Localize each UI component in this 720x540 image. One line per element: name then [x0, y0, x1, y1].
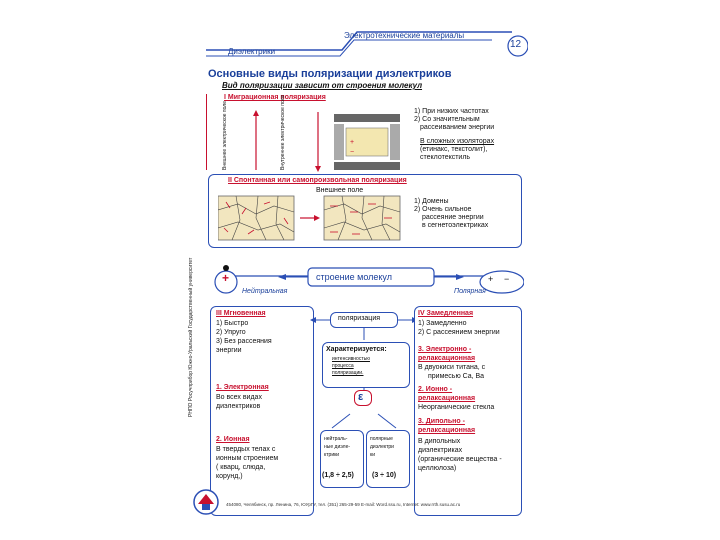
epsilon-symbol: ε [358, 391, 364, 403]
spontaneous-heading: II Спонтанная или самопроизвольная поляр… [228, 177, 407, 184]
instant-box [210, 306, 314, 516]
sidebar-text: РНПО Росучприбор Южно-Уральский Государс… [188, 257, 194, 417]
electron-text-1: Во всех видах [216, 394, 262, 401]
neutral-box-2: ные диэле- [324, 444, 351, 450]
neutral-box-3: ктрики [324, 452, 340, 458]
dipole-relax-text-3: (органические вещества - [418, 456, 502, 463]
neutral-box-1: нейтраль- [324, 436, 348, 442]
minus-sign-polar: − [504, 274, 510, 284]
svg-text:−: − [350, 149, 354, 156]
dipole-relax-heading-1: 3. Дипольно - [418, 418, 465, 425]
polarization-box [330, 312, 398, 328]
footer-address: 454080, Челябинск, пр. Ленина, 76, ЮУрГУ… [226, 502, 461, 507]
char-text-2: процесса [332, 363, 354, 369]
migration-diagram [253, 110, 321, 172]
electron-relax-heading-2: релаксационная [418, 355, 476, 362]
dipole-relax-text-4: целлюлоза) [418, 465, 457, 472]
polar-box-2: диэлектри [370, 444, 394, 450]
polar-box-1: полярные [370, 436, 393, 442]
molecule-bar [214, 265, 524, 294]
poster-page: Электротехнические материалы 12 Диэлектр… [188, 22, 528, 518]
page-title: Основные виды поляризации диэлектриков [208, 68, 452, 80]
electron-relax-text-1: В двуокиси титана, с [418, 364, 486, 371]
ion-relax-heading-2: релаксационная [418, 395, 476, 402]
external-field-label: Внешнее электрическое поле [222, 100, 228, 170]
ion-text-1: В твердых телах с [216, 446, 276, 453]
molecules-title: строение молекул [316, 272, 392, 282]
electron-relax-text-2: примесью Ca, Ba [428, 373, 485, 380]
char-text-3: поляризации. [332, 370, 364, 376]
field-label: Внешнее поле [316, 187, 364, 194]
ion-text-2: ионным строением [216, 455, 279, 462]
university-logo [193, 489, 219, 515]
capacitor-icon: + − [334, 114, 400, 170]
internal-field-label: Внутреннее электрическое поле [280, 94, 286, 170]
banner-title: Электротехнические материалы [344, 31, 465, 40]
neutral-range: (1,8 ÷ 2,5) [322, 472, 354, 479]
delayed-prop-1: 1) Замедленно [418, 320, 467, 327]
dipole-relax-text-1: В дипольных [418, 438, 461, 445]
electron-relax-heading-1: 3. Электронно - [418, 346, 472, 353]
polarization-label: поляризация [338, 315, 381, 322]
svg-text:+: + [350, 139, 354, 146]
dipole-relax-text-2: диэлектриках [418, 447, 463, 454]
epsilon-box [354, 390, 372, 406]
electron-heading: 1. Электронная [216, 384, 269, 391]
domains-diagram [218, 195, 401, 241]
ion-relax-heading-1: 2. Ионно - [418, 386, 453, 393]
delayed-prop-2: 2) С рассеянием энергии [418, 329, 500, 336]
delayed-box [414, 306, 522, 516]
electron-text-2: диэлектриков [216, 403, 261, 410]
migration-heading: I Миграционная поляризация [224, 94, 326, 101]
char-text-1: интенсивностью [332, 356, 370, 362]
characterized-box [322, 342, 410, 388]
instant-heading: III Мгновенная [216, 310, 266, 317]
dipole-relax-heading-2: релаксационная [418, 427, 476, 434]
neutral-dielectric-box [320, 430, 364, 488]
ion-text-3: ( кварц, слюда, [216, 464, 266, 471]
neutral-label: Нейтральная [242, 288, 288, 295]
header-banner-shape [206, 31, 528, 57]
ion-heading: 2. Ионная [216, 436, 250, 443]
ion-relax-text: Неорганические стекла [418, 404, 495, 411]
page-subtitle: Вид поляризации зависит от строения моле… [222, 81, 423, 90]
ion-text-4: корунд,) [216, 473, 243, 480]
polar-box-3: ки [370, 452, 375, 458]
characterized-label: Характеризуется: [326, 346, 387, 353]
polar-label: Полярная [454, 288, 486, 295]
migration-bracket [206, 94, 209, 170]
plus-sign-neutral: + [222, 271, 230, 285]
section-label: Диэлектрики [228, 47, 276, 56]
page-number: 12 [510, 39, 522, 50]
polar-range: (3 ÷ 10) [372, 472, 397, 479]
delayed-heading: IV Замедленная [418, 310, 474, 317]
polar-dielectric-box [366, 430, 410, 488]
plus-sign-polar: + [488, 274, 494, 284]
